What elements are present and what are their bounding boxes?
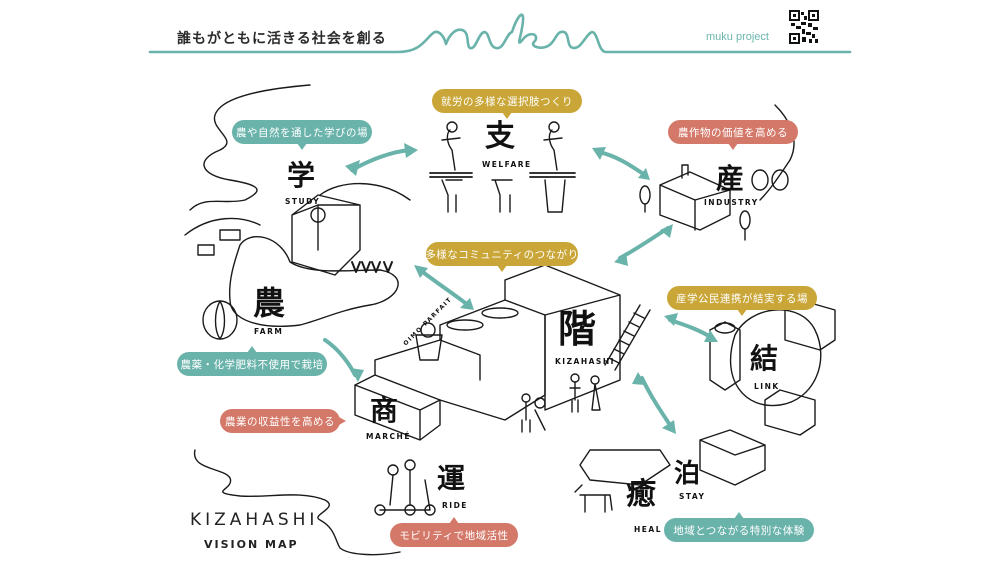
map-title: KIZAHASHI VISION MAP (190, 510, 318, 551)
bubble-hub: 多様なコミュニティのつながり (425, 242, 578, 272)
qr-code-icon[interactable] (789, 10, 819, 44)
sweet-potato-1 (751, 169, 769, 191)
cafe-block (439, 299, 546, 421)
arrow-hub-stay (640, 376, 674, 430)
welfare-person-bottom-right (544, 179, 566, 213)
arrow-industry-hub (618, 226, 670, 260)
study-house (291, 194, 361, 276)
label-welfare: WELFARE (482, 160, 532, 169)
kanji-heal: 癒 (626, 477, 656, 512)
stay-house (699, 429, 766, 486)
arrow-welfare-industry (596, 150, 647, 177)
heal-spa (579, 449, 671, 486)
kanji-welfare: 支 (485, 119, 515, 154)
sweet-potato-2 (771, 169, 789, 191)
bubble-industry: 農作物の価値を高める (668, 120, 798, 150)
parfait-block (374, 339, 481, 381)
label-link: LINK (754, 382, 780, 391)
project-link[interactable]: muku project (706, 31, 769, 43)
bubble-farm: 農薬・化学肥料不使用で栽培 (177, 346, 327, 376)
bubble-marche: 農業の収益性を高める (220, 409, 346, 433)
link-tower (709, 321, 741, 391)
kanji-industry: 産 (716, 162, 745, 195)
label-ride: RIDE (442, 501, 468, 510)
arrow-hub-link (668, 318, 714, 340)
welfare-person-bottom-left (441, 179, 463, 213)
kanji-hub: 階 (558, 307, 597, 351)
welfare-person-bottom-mid (491, 179, 513, 213)
label-study: STUDY (285, 197, 321, 206)
kanji-link: 結 (750, 342, 779, 375)
welfare-platform-right (529, 172, 576, 178)
kanji-marche: 商 (370, 394, 399, 427)
header: 誰もがともに活きる社会を創る muku project (0, 0, 1000, 60)
scooter (379, 479, 431, 511)
bubble-welfare: 就労の多様な選択肢つくり (432, 89, 582, 119)
bubble-heal: 地域とつながる特別な体験 (664, 512, 814, 542)
kanji-farm: 農 (253, 284, 286, 322)
title-sub: VISION MAP (204, 538, 299, 551)
parfait-cup (415, 334, 443, 361)
label-stay: STAY (679, 492, 706, 501)
horse (574, 484, 613, 513)
bubble-study: 農や自然を通した学びの場 (232, 120, 372, 150)
cow-2 (197, 244, 215, 256)
kanji-ride: 運 (437, 462, 466, 495)
welfare-person-top-left (441, 129, 461, 171)
label-heal: HEAL (634, 525, 662, 534)
label-marche: MARCHÉ (366, 432, 411, 441)
title-main: KIZAHASHI (190, 510, 319, 530)
kanji-stay: 泊 (674, 459, 701, 489)
link-houses (764, 389, 816, 436)
kanji-study: 学 (287, 159, 316, 192)
tagline: 誰もがともに活きる社会を創る (177, 31, 387, 47)
header-line-logo (148, 13, 852, 54)
arrow-study-welfare (350, 148, 412, 172)
welfare-platform-left (429, 172, 473, 178)
label-parfait: OIMO PARFAIT (402, 295, 454, 348)
bubble-link: 産学公民連携が結実する場 (667, 286, 817, 316)
sprouts (351, 261, 393, 273)
onion (202, 300, 238, 340)
label-farm: FARM (254, 327, 284, 336)
welfare-person-top-right (543, 129, 563, 171)
cow-1 (219, 229, 241, 241)
bubble-ride: モビリティで地域活性 (390, 517, 518, 547)
label-industry: INDUSTRY (704, 198, 759, 207)
label-hub: KIZAHASHI (555, 357, 615, 366)
arrow-farm-marche (323, 338, 357, 377)
